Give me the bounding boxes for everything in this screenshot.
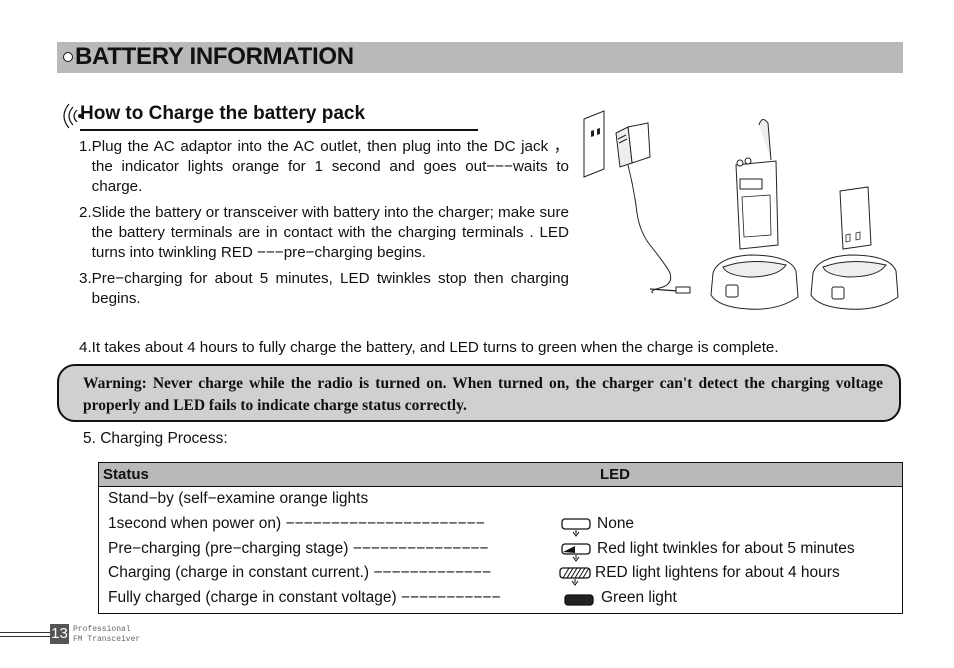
step-number: 2.	[79, 204, 92, 221]
led-off-icon	[561, 518, 591, 537]
footer-rule	[0, 632, 50, 633]
table-header: Status LED	[99, 463, 902, 487]
warning-text: Warning: Never charge while the radio is…	[83, 375, 883, 414]
subsection-title: How to Charge the battery pack	[80, 103, 366, 124]
step-2: 2. Slide the battery or transceiver with…	[79, 203, 569, 263]
footer-caption: Professional FM Transceiver	[73, 625, 140, 645]
section-title: BATTERY INFORMATION	[75, 43, 354, 70]
header-led: LED	[600, 466, 630, 483]
led-green-icon	[564, 594, 594, 606]
step-3: 3. Pre−charging for about 5 minutes, LED…	[79, 269, 569, 309]
table-row-status: Pre−charging (pre−charging stage) −−−−−−…	[108, 540, 489, 557]
transceiver-icon	[735, 119, 779, 250]
step-4: 4.It takes about 4 hours to fully charge…	[79, 338, 909, 358]
table-row-status: 1second when power on) −−−−−−−−−−−−−−−−−…	[108, 515, 485, 532]
step-text: Slide the battery or transceiver with ba…	[91, 204, 569, 261]
section-title-bar: BATTERY INFORMATION	[57, 42, 903, 73]
table-row-led: Green light	[601, 589, 677, 606]
step-text: Plug the AC adaptor into the AC outlet, …	[91, 138, 569, 195]
table-row-led: None	[597, 515, 635, 532]
led-red-hatched-icon	[559, 567, 591, 586]
table-row: Stand−by (self−examine orange lights	[108, 490, 369, 507]
charger-base-icon	[810, 254, 899, 310]
footer-line-2: FM Transceiver	[73, 635, 141, 644]
led-twinkle-icon	[561, 543, 591, 562]
page-number: 13	[50, 624, 69, 644]
bullet-circle-icon	[63, 52, 73, 62]
header-status: Status	[103, 466, 149, 483]
table-row-led: RED light lightens for about 4 hours	[595, 564, 840, 581]
subsection-underline	[80, 129, 478, 131]
footer-line-1: Professional	[73, 625, 131, 634]
footer-rule	[0, 636, 50, 637]
charger-base-icon	[710, 254, 799, 310]
table-row-status: Fully charged (charge in constant voltag…	[108, 589, 501, 606]
step-text: It takes about 4 hours to fully charge t…	[91, 339, 779, 356]
step-number: 1.	[79, 138, 92, 155]
table-row-led: Red light twinkles for about 5 minutes	[597, 540, 855, 557]
wall-outlet-icon	[583, 110, 605, 178]
warning-box: Warning: Never charge while the radio is…	[57, 364, 901, 422]
charging-process-label: 5. Charging Process:	[83, 430, 228, 447]
signal-waves-icon	[63, 103, 82, 129]
step-1: 1. Plug the AC adaptor into the AC outle…	[79, 137, 569, 197]
charger-illustration	[583, 110, 899, 310]
battery-pack-icon	[839, 186, 872, 250]
step-text: Pre−charging for about 5 minutes, LED tw…	[91, 270, 569, 307]
table-row-status: Charging (charge in constant current.) −…	[108, 564, 492, 581]
step-number: 3.	[79, 270, 92, 287]
step-number: 4.	[79, 339, 92, 356]
charging-status-table: Status LED Stand−by (self−examine orange…	[98, 462, 903, 614]
instruction-steps: 1. Plug the AC adaptor into the AC outle…	[79, 137, 569, 315]
subsection-heading: How to Charge the battery pack	[55, 100, 478, 132]
ac-adaptor-icon	[615, 122, 691, 294]
